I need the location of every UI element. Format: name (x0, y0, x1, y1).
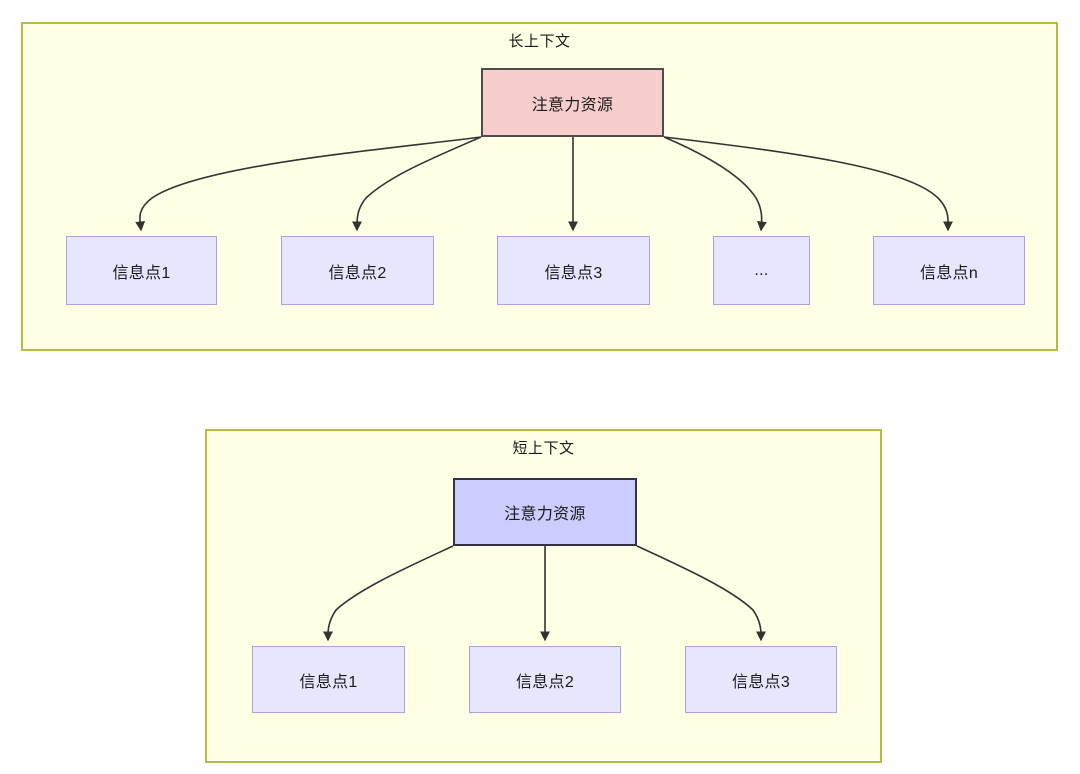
node-attention-resource-short[interactable]: 注意力资源 (453, 478, 637, 546)
node-attention-resource-long[interactable]: 注意力资源 (481, 68, 664, 137)
node-info-point-short-2[interactable]: 信息点2 (469, 646, 621, 713)
node-info-point-long-ellipsis[interactable]: ... (713, 236, 810, 305)
node-info-point-long-2[interactable]: 信息点2 (281, 236, 434, 305)
node-info-point-short-3[interactable]: 信息点3 (685, 646, 837, 713)
group-short-context-title: 短上下文 (512, 440, 575, 457)
node-info-point-long-1[interactable]: 信息点1 (66, 236, 217, 305)
node-info-point-short-1[interactable]: 信息点1 (252, 646, 405, 713)
group-long-context-title: 长上下文 (508, 33, 571, 50)
node-info-point-long-n[interactable]: 信息点n (873, 236, 1025, 305)
node-info-point-long-3[interactable]: 信息点3 (497, 236, 650, 305)
